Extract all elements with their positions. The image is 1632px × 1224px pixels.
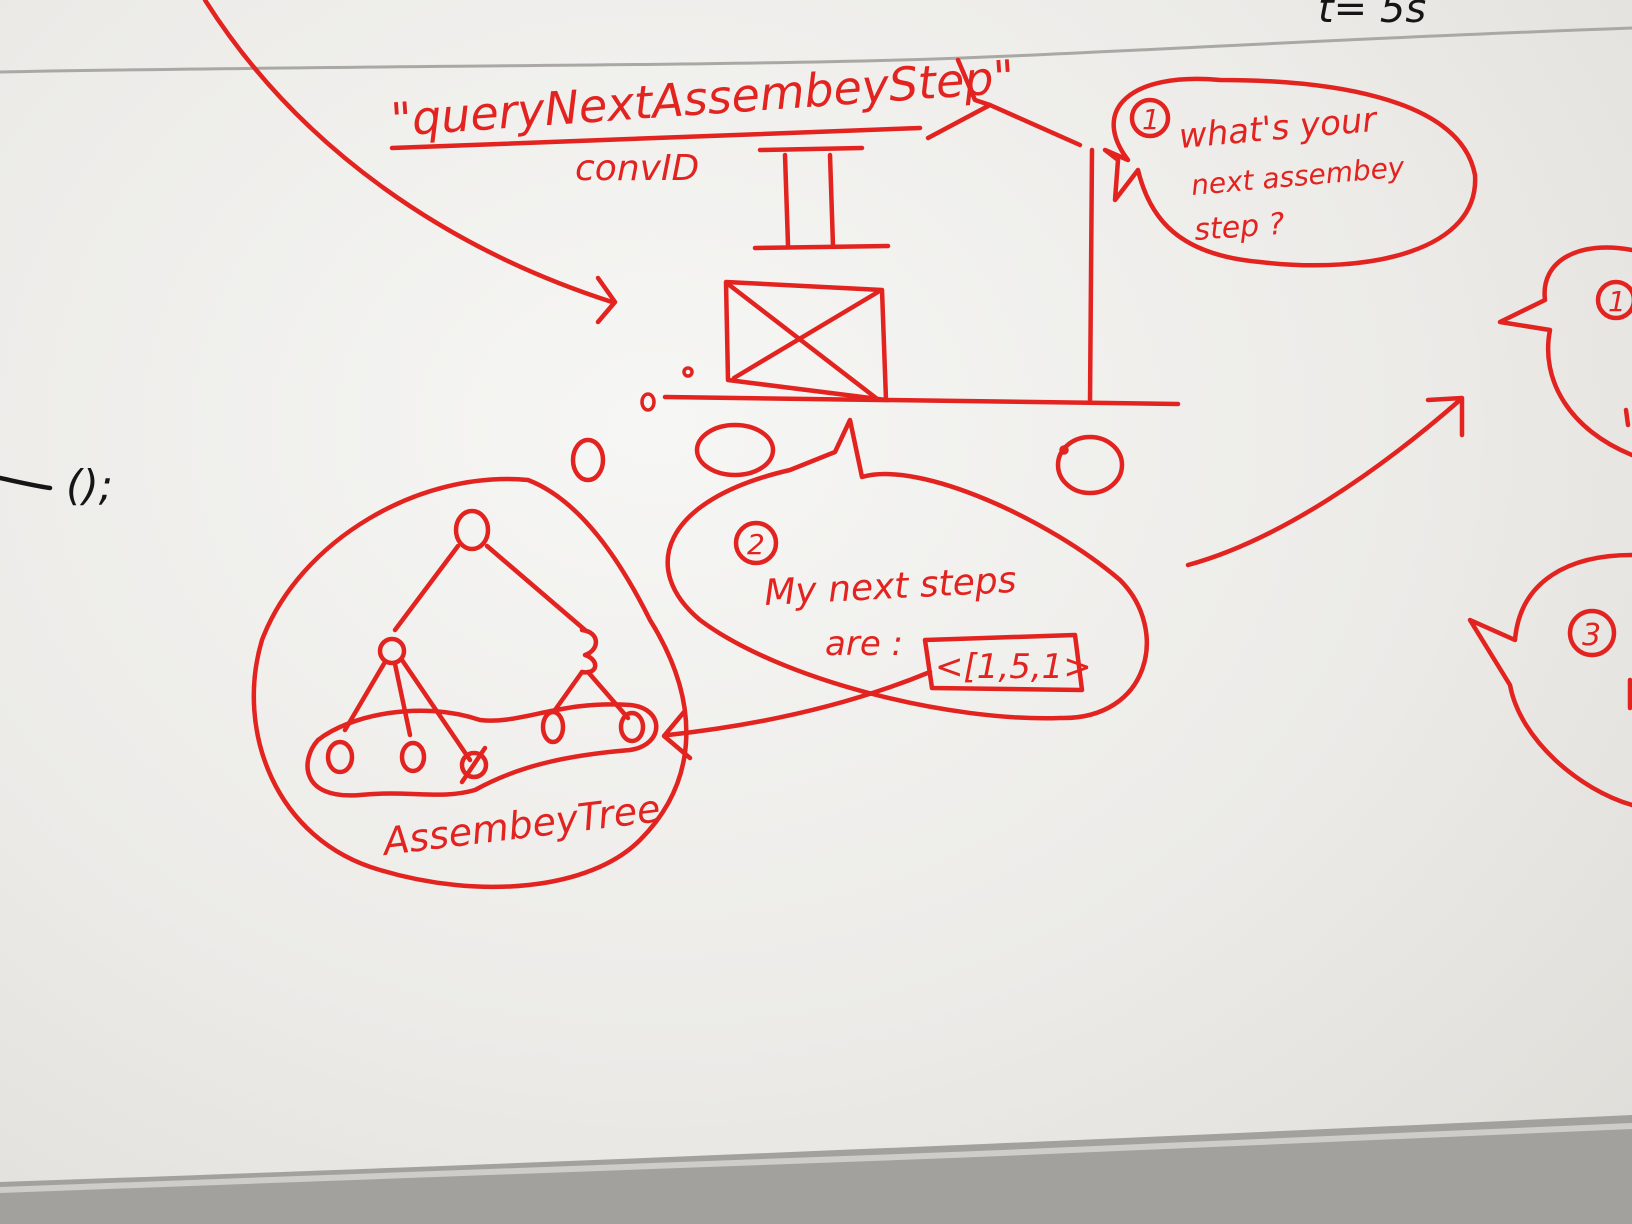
robot-box-x1 [725, 281, 879, 401]
bubble1-line3: step ? [1193, 207, 1286, 248]
tree-edge-root-right [484, 543, 588, 633]
tree-root-node [453, 508, 491, 552]
speech-bubble-1 [1102, 76, 1478, 268]
bubble2-number-circle [733, 520, 779, 566]
left-code-squiggle [0, 475, 53, 491]
tree-leaf-1 [325, 739, 355, 775]
bubble2-list-value: <[1,5,1> [935, 647, 1092, 687]
edge-bubble-3 [1467, 552, 1632, 808]
pylon-bottom-bar [752, 243, 891, 251]
outgoing-arrow-head [1425, 395, 1465, 438]
tree-leaf-5 [618, 710, 646, 744]
incoming-arrow [202, 0, 615, 305]
tree-edge-root-left [392, 543, 461, 633]
bubble1-line2: next assembey [1190, 150, 1406, 202]
antenna-hook [955, 57, 993, 108]
leaf-group-outline [305, 702, 659, 798]
wheel-2 [694, 422, 776, 478]
board-bottom-tray-shadow [0, 1123, 1632, 1193]
tree-leaf-2 [399, 740, 427, 774]
dot-1 [682, 366, 694, 378]
edge-bubble1-mark [1623, 407, 1631, 428]
pylon-left [782, 152, 791, 248]
top-right-note: t= 5s [1318, 0, 1426, 32]
tree-left-node [377, 636, 407, 666]
bubble2-number: 2 [747, 528, 765, 561]
bubble2-line1: My next steps [763, 560, 1017, 614]
wheel-3 [1055, 434, 1125, 496]
edge-bubble1-number: 1 [1608, 285, 1626, 318]
wheel-1 [570, 437, 606, 483]
edge-bubble-1 [1497, 245, 1632, 458]
board-top-edge [0, 26, 1632, 74]
tree-edge-l-2 [392, 661, 413, 738]
tree-enclosure [251, 476, 689, 890]
board-bottom-tray [0, 1115, 1632, 1224]
speech-bubble-2 [665, 417, 1149, 721]
tree-edge-r-1 [552, 669, 585, 713]
pylon-top-bar [757, 145, 865, 153]
outgoing-arrow [1185, 397, 1463, 568]
left-code-fragment: (); [66, 461, 113, 510]
dot-2 [640, 392, 656, 412]
bubble1-number: 1 [1142, 103, 1160, 136]
tree-leaf-3-crossed [459, 750, 489, 780]
robot-base-line [662, 394, 1181, 407]
edge-bubble3-number: 3 [1582, 618, 1601, 653]
robot-box-x2 [731, 289, 881, 381]
antenna-pole [1087, 147, 1095, 405]
wheel-3-dot [1059, 445, 1069, 455]
tree-leaf-3-cross [459, 745, 488, 785]
incoming-arrow-head [595, 275, 618, 325]
list-to-tree-arrowhead [661, 709, 693, 761]
tree-leaf-4 [540, 709, 566, 745]
bubble1-number-circle [1129, 97, 1171, 139]
method-underline [389, 125, 923, 151]
tree-right-node [579, 627, 599, 675]
pylon-right [827, 152, 836, 249]
edge-bubble1-number-circle [1595, 279, 1632, 321]
param-label-text: convID [575, 148, 699, 189]
bubble1-line1: what's your [1177, 100, 1380, 157]
edge-bubble3-number-circle [1567, 608, 1617, 658]
tree-edge-l-1 [342, 659, 388, 733]
antenna-roof [925, 102, 1083, 148]
tree-label: AssembeyTree [378, 786, 663, 864]
bubble2-line2: are : [825, 624, 903, 664]
tree-edge-r-2 [585, 669, 631, 721]
list-to-tree-arrow [665, 669, 933, 738]
